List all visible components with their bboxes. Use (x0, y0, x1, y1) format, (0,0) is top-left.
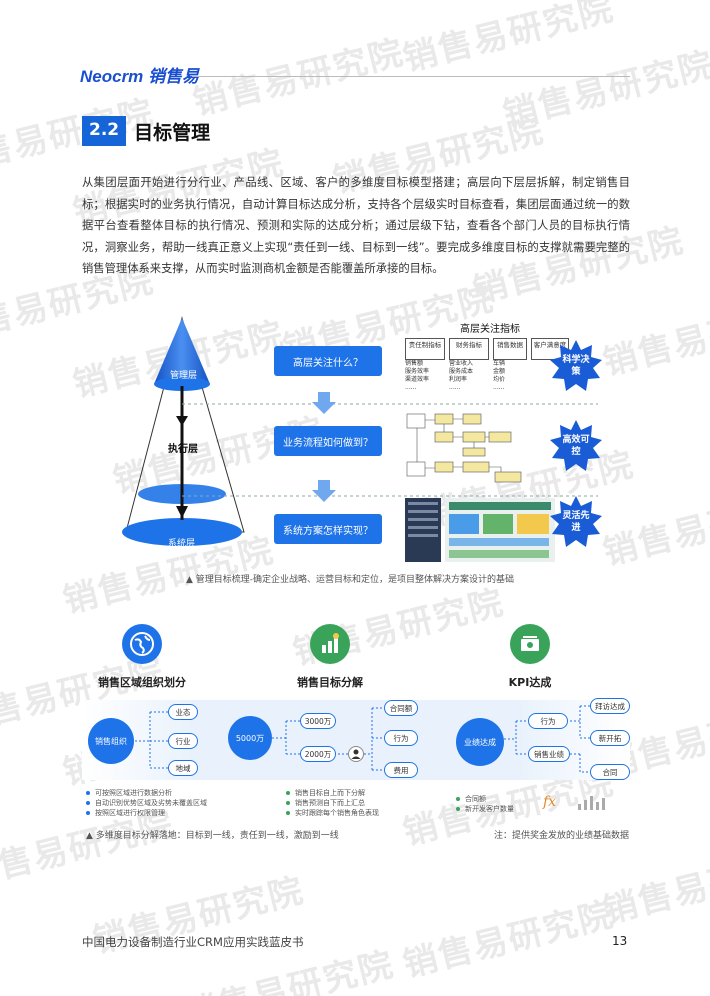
indicator-item: 服务效率 (405, 368, 430, 375)
page-header: Neocrm 销售易 (80, 58, 630, 86)
burst-badge-icon (550, 496, 602, 547)
bullet-item: 销售目标自上而下分解 (286, 788, 379, 798)
indicator-item: 金额 (493, 368, 506, 375)
indicator-col: 销售数据 车辆 金额 均价 ...... (493, 338, 527, 392)
indicator-col: 责任制指标 销售额 服务效率 渠道效率 ...... (405, 338, 445, 392)
down-arrow-icon (312, 392, 336, 414)
col-title: 销售区域组织划分 (98, 676, 186, 689)
fx-icon: fx (543, 794, 557, 810)
diagram-connectors (135, 705, 590, 773)
node-pill: 行为 (528, 713, 568, 729)
indicator-head: 责任制指标 (405, 338, 445, 360)
figure2-note: 注：提供奖金发放的业绩基础数据 (494, 831, 630, 841)
section-title: 目标管理 (134, 121, 211, 144)
bullet-item: 实时跟踪每个销售角色表现 (286, 808, 379, 818)
indicator-item: 销售额 (405, 360, 424, 367)
panel-title: 高层关注指标 (460, 324, 520, 335)
bullet-item: 自动识别优势区域及劣势未覆盖区域 (86, 798, 207, 808)
bullet-list: 可按照区域进行数据分析 自动识别优势区域及劣势未覆盖区域 按照区域进行权限管理 (86, 788, 207, 818)
figure2-caption: ▲ 多维度目标分解落地：目标到一线，责任到一线，激励到一线 (86, 831, 339, 841)
indicator-item: 渠道效率 (405, 376, 430, 383)
globe-icon (122, 624, 162, 664)
bullet-item: 合同额 (456, 794, 514, 804)
brand-logo: Neocrm 销售易 (80, 67, 200, 86)
question-box-2: 业务流程如何做到？ (274, 426, 382, 456)
system-screenshot (405, 498, 555, 562)
indicator-table: 责任制指标 销售额 服务效率 渠道效率 ...... 财务指标 营业收入 服务成… (405, 338, 570, 400)
node-pill: 销售业绩 (528, 746, 570, 762)
mini-chart-icon (578, 796, 605, 810)
watermark: 销售易研究院 (599, 482, 710, 574)
burst-label: 科学决策 (562, 355, 590, 377)
bullet-item: 可按照区域进行数据分析 (86, 788, 207, 798)
indicator-head: 销售数据 (493, 338, 527, 360)
indicator-head: 财务指标 (449, 338, 489, 360)
node-pill: 2000万 (300, 746, 336, 762)
node-pill: 地域 (168, 760, 198, 776)
node-pill: 新开拓 (590, 730, 630, 746)
node-pill: 3000万 (300, 713, 336, 729)
indicator-item: 服务成本 (449, 368, 474, 375)
node-circle: 业绩达成 (456, 718, 504, 766)
bullet-item: 新开发客户数量 (456, 804, 514, 814)
col-target: 销售目标分解 (240, 624, 420, 690)
node-pill: 费用 (384, 762, 418, 778)
cone-label-bottom: 系统层 (168, 539, 196, 549)
indicator-item: 车辆 (493, 360, 506, 367)
node-pill: 合同额 (384, 700, 418, 716)
bullet-item: 按照区域进行权限管理 (86, 808, 207, 818)
indicator-col: 财务指标 营业收入 服务成本 利润率 ...... (449, 338, 489, 392)
figure1-caption: ▲ 管理目标梳理-确定企业战略、运营目标和定位，是项目整体解决方案设计的基础 (186, 575, 515, 585)
bullet-list: 销售目标自上而下分解 销售预测自下而上汇总 实时跟踪每个销售角色表现 (286, 788, 379, 818)
footer-title: 中国电力设备制造行业CRM应用实践蓝皮书 (82, 935, 304, 949)
col-region: 销售区域组织划分 (52, 624, 232, 690)
bullet-item: 销售预测自下而上汇总 (286, 798, 379, 808)
body-paragraph: 从集团层面开始进行分行业、产品线、区域、客户的多维度目标模型搭建；高层向下层层拆… (82, 176, 630, 275)
node-pill: 业态 (168, 704, 198, 720)
cone-diagram (122, 316, 245, 546)
indicator-item: 利润率 (449, 376, 468, 383)
figure-target-management: 管理层 执行层 系统层 高层关注什么？ 业务流程如何做到？ 系统方案怎样实现？ … (120, 310, 602, 570)
bar-chart-icon (310, 624, 350, 664)
cone-label-middle: 执行层 (168, 444, 198, 455)
indicator-item: ...... (405, 384, 417, 391)
watermark: 销售易研究院 (599, 840, 710, 932)
watermark: 销售易研究院 (399, 894, 619, 986)
burst-badge-icon (550, 340, 602, 391)
section-heading: 2.2 目标管理 (82, 116, 210, 146)
node-pill: 拜访达成 (590, 698, 630, 714)
indicator-item: 均价 (493, 376, 506, 383)
section-number: 2.2 (82, 116, 127, 146)
question-box-3: 系统方案怎样实现？ (274, 514, 382, 544)
indicator-item: ...... (449, 384, 461, 391)
node-pill: 行为 (384, 730, 418, 746)
burst-label: 灵活先进 (562, 511, 590, 533)
col-title: 销售目标分解 (297, 676, 363, 689)
process-flowchart (406, 413, 522, 483)
node-circle: 5000万 (228, 716, 272, 760)
col-title: KPI达成 (508, 676, 552, 689)
page-number: 13 (612, 934, 628, 948)
burst-label: 高效可控 (562, 435, 590, 457)
cone-label-top: 管理层 (170, 371, 198, 381)
watermark: 销售易研究院 (499, 44, 710, 136)
burst-badge-icon (550, 420, 602, 471)
node-pill: 行业 (168, 733, 198, 749)
down-arrow-icon (312, 480, 336, 502)
bullet-list: 合同额 新开发客户数量 (456, 794, 514, 814)
col-kpi: KPI达成 (440, 624, 620, 690)
indicator-item: 营业收入 (449, 360, 474, 367)
header-divider (192, 76, 630, 77)
person-icon (348, 746, 364, 762)
watermark: 销售易研究院 (599, 292, 710, 384)
node-circle: 销售组织 (88, 718, 134, 764)
node-pill: 合同 (590, 764, 630, 780)
question-box-1: 高层关注什么？ (274, 346, 382, 376)
money-icon (510, 624, 550, 664)
indicator-item: ...... (493, 384, 505, 391)
